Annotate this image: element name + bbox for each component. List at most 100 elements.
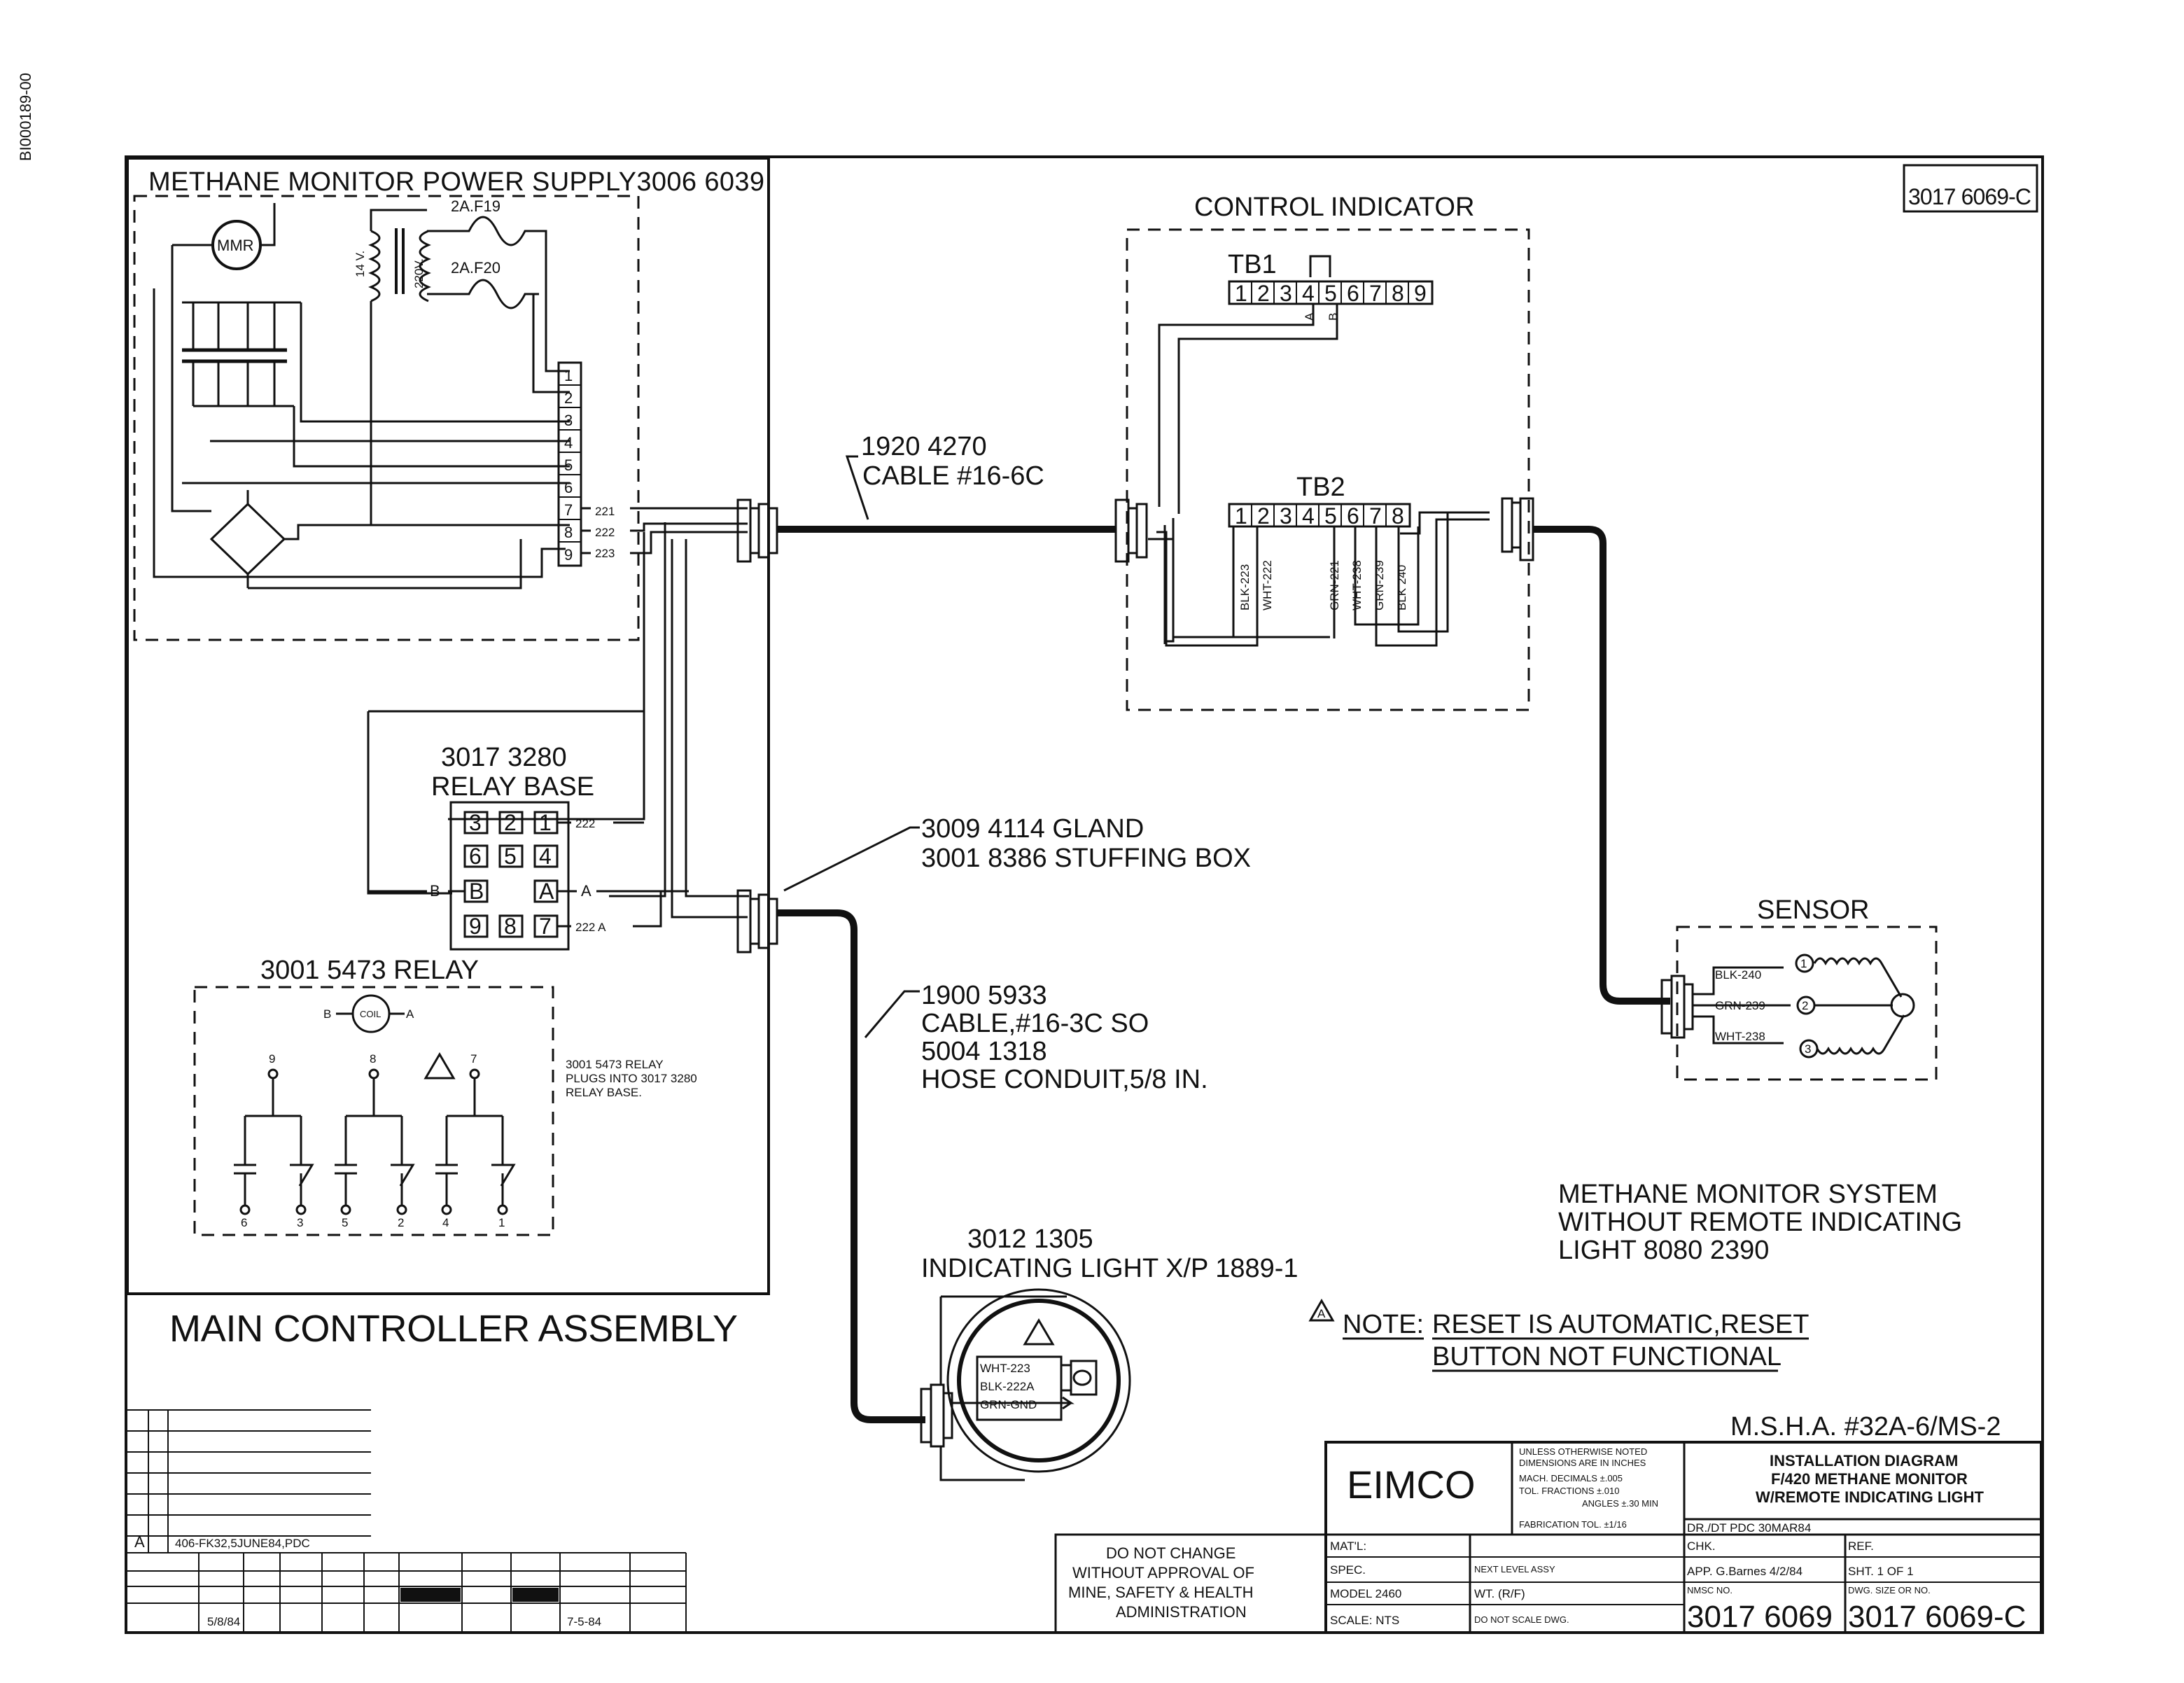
power-terminal-strip: 1 2 3 4 5 6 7 8 9 <box>557 361 582 567</box>
svg-text:1: 1 <box>564 367 573 384</box>
svg-text:A: A <box>1317 1307 1326 1320</box>
sensor-wire-wht238: WHT-238 <box>1715 1030 1765 1043</box>
svg-text:A: A <box>406 1007 414 1021</box>
svg-text:2: 2 <box>564 389 573 407</box>
lower-gland <box>736 889 778 954</box>
revision-block-fill-1 <box>400 1588 461 1602</box>
svg-text:5: 5 <box>564 456 573 474</box>
svg-text:2: 2 <box>504 810 517 835</box>
revision-letter: A <box>134 1533 145 1551</box>
svg-text:B: B <box>1326 313 1340 321</box>
svg-text:6: 6 <box>469 844 482 869</box>
svg-text:TOL. FRACTIONS ±.010: TOL. FRACTIONS ±.010 <box>1519 1486 1619 1496</box>
capacitor-bank <box>182 301 301 407</box>
relay-base-wire-222a: 222 A <box>575 921 606 934</box>
svg-text:DO NOT SCALE DWG.: DO NOT SCALE DWG. <box>1474 1614 1569 1625</box>
svg-text:1: 1 <box>498 1216 505 1229</box>
note-line-1: RESET IS AUTOMATIC,RESET <box>1432 1310 1809 1339</box>
svg-text:APP. G.Barnes 4/2/84: APP. G.Barnes 4/2/84 <box>1687 1565 1802 1578</box>
gland-leader <box>783 826 920 892</box>
svg-text:5: 5 <box>1324 503 1337 529</box>
svg-text:6: 6 <box>1347 503 1359 529</box>
svg-text:REF.: REF. <box>1848 1539 1874 1553</box>
nmsc-number: 3017 6069 <box>1687 1600 1833 1634</box>
light-wire-blk222a: BLK-222A <box>980 1380 1035 1393</box>
sensor-element <box>1890 993 1915 1018</box>
svg-text:7: 7 <box>564 501 573 519</box>
drawing-title-line-2: F/420 METHANE MONITOR <box>1771 1470 1968 1488</box>
margin-doc-id: BI000189-00 <box>17 73 34 161</box>
light-part-number: 3012 1305 <box>967 1224 1093 1254</box>
svg-text:3: 3 <box>564 412 573 429</box>
light-wire-wht223: WHT-223 <box>980 1362 1030 1375</box>
relay-note-line-1: 3001 5473 RELAY <box>566 1058 664 1071</box>
svg-text:SHT. 1 OF 1: SHT. 1 OF 1 <box>1848 1565 1914 1578</box>
svg-text:1: 1 <box>539 810 552 835</box>
lower-cable-leader <box>864 990 920 1038</box>
power-supply: METHANE MONITOR POWER SUPPLY3006 6039 MM… <box>133 167 764 641</box>
svg-text:B: B <box>430 882 440 900</box>
svg-text:7: 7 <box>470 1052 477 1066</box>
title-block: EIMCO UNLESS OTHERWISE NOTED DIMENSIONS … <box>1324 1441 2043 1634</box>
svg-text:MINE, SAFETY & HEALTH: MINE, SAFETY & HEALTH <box>1068 1584 1253 1601</box>
svg-text:MMR: MMR <box>217 237 254 254</box>
svg-text:8: 8 <box>1392 503 1404 529</box>
sensor-coil-upper <box>1813 957 1903 998</box>
svg-text:9: 9 <box>1414 281 1427 306</box>
svg-text:3: 3 <box>469 810 482 835</box>
wire-223-label: 223 <box>595 547 615 560</box>
rectifier-bridge <box>209 490 286 588</box>
svg-text:B: B <box>469 879 484 904</box>
main-wire-bundle <box>367 507 749 919</box>
svg-text:2: 2 <box>398 1216 404 1229</box>
svg-text:FABRICATION TOL. ±1/16: FABRICATION TOL. ±1/16 <box>1519 1519 1627 1530</box>
svg-text:DR./DT PDC 30MAR84: DR./DT PDC 30MAR84 <box>1687 1521 1811 1535</box>
lower-cable-line-1: 1900 5933 <box>921 981 1047 1010</box>
svg-text:2: 2 <box>1257 281 1270 306</box>
svg-text:5: 5 <box>504 844 517 869</box>
fuse-f19-label: 2A.F19 <box>451 197 500 215</box>
drawing-border <box>125 155 2044 1634</box>
svg-text:DWG. SIZE OR NO.: DWG. SIZE OR NO. <box>1848 1585 1931 1595</box>
sensor: SENSOR BLK-240 GRN-239 WHT-238 1 2 3 <box>1660 895 1938 1081</box>
main-cable-number: 1920 4270 <box>861 432 987 461</box>
tb2-wire-grn239: GRN-239 <box>1373 560 1386 610</box>
light-label: INDICATING LIGHT X/P 1889-1 <box>921 1254 1298 1283</box>
tb1-label: TB1 <box>1228 250 1277 279</box>
svg-text:1: 1 <box>1235 503 1247 529</box>
power-supply-title: METHANE MONITOR POWER SUPPLY3006 6039 <box>148 167 764 197</box>
light-gland <box>920 1383 953 1448</box>
revision-block-fill-2 <box>512 1588 559 1602</box>
drawing-number-box: 3017 6069-C <box>1903 164 2038 213</box>
svg-text:A: A <box>539 879 554 904</box>
svg-text:B: B <box>323 1007 331 1021</box>
relay: 3001 5473 RELAY COIL B A 9 8 7 6 3 5 2 4… <box>193 956 697 1236</box>
revision-text: 406-FK32,5JUNE84,PDC <box>175 1537 310 1550</box>
relay-warning-marker <box>424 1052 456 1080</box>
svg-text:8: 8 <box>370 1052 376 1066</box>
main-controller-box <box>126 157 770 1295</box>
sensor-title: SENSOR <box>1757 895 1869 925</box>
note-label: NOTE: <box>1343 1310 1424 1339</box>
wire-221-label: 221 <box>595 505 615 518</box>
revision-sign-date: 5/8/84 <box>207 1615 240 1628</box>
svg-text:4: 4 <box>564 434 573 452</box>
svg-text:9: 9 <box>469 914 482 939</box>
light-warning-marker <box>1023 1318 1055 1346</box>
dwg-number: 3017 6069-C <box>1848 1600 2026 1634</box>
relay-base-wire-222: 222 <box>575 817 595 830</box>
svg-text:A: A <box>581 882 592 900</box>
tb1-strip: 1 2 3 4 5 6 7 8 9 <box>1228 280 1434 306</box>
svg-text:SCALE: NTS: SCALE: NTS <box>1330 1614 1399 1627</box>
svg-text:3017 6069-C: 3017 6069-C <box>1908 184 2031 209</box>
svg-text:220V.: 220V. <box>412 258 426 288</box>
control-indicator-title: CONTROL INDICATOR <box>1194 193 1474 222</box>
svg-text:CHK.: CHK. <box>1687 1539 1716 1553</box>
svg-text:SPEC.: SPEC. <box>1330 1563 1366 1577</box>
svg-text:8: 8 <box>1392 281 1404 306</box>
sensor-wire-grn239: GRN-239 <box>1715 999 1765 1012</box>
system-title-line-2: WITHOUT REMOTE INDICATING <box>1558 1208 1962 1237</box>
svg-text:6: 6 <box>564 479 573 496</box>
svg-text:NEXT LEVEL ASSY: NEXT LEVEL ASSY <box>1474 1564 1555 1574</box>
svg-text:7: 7 <box>1369 503 1382 529</box>
